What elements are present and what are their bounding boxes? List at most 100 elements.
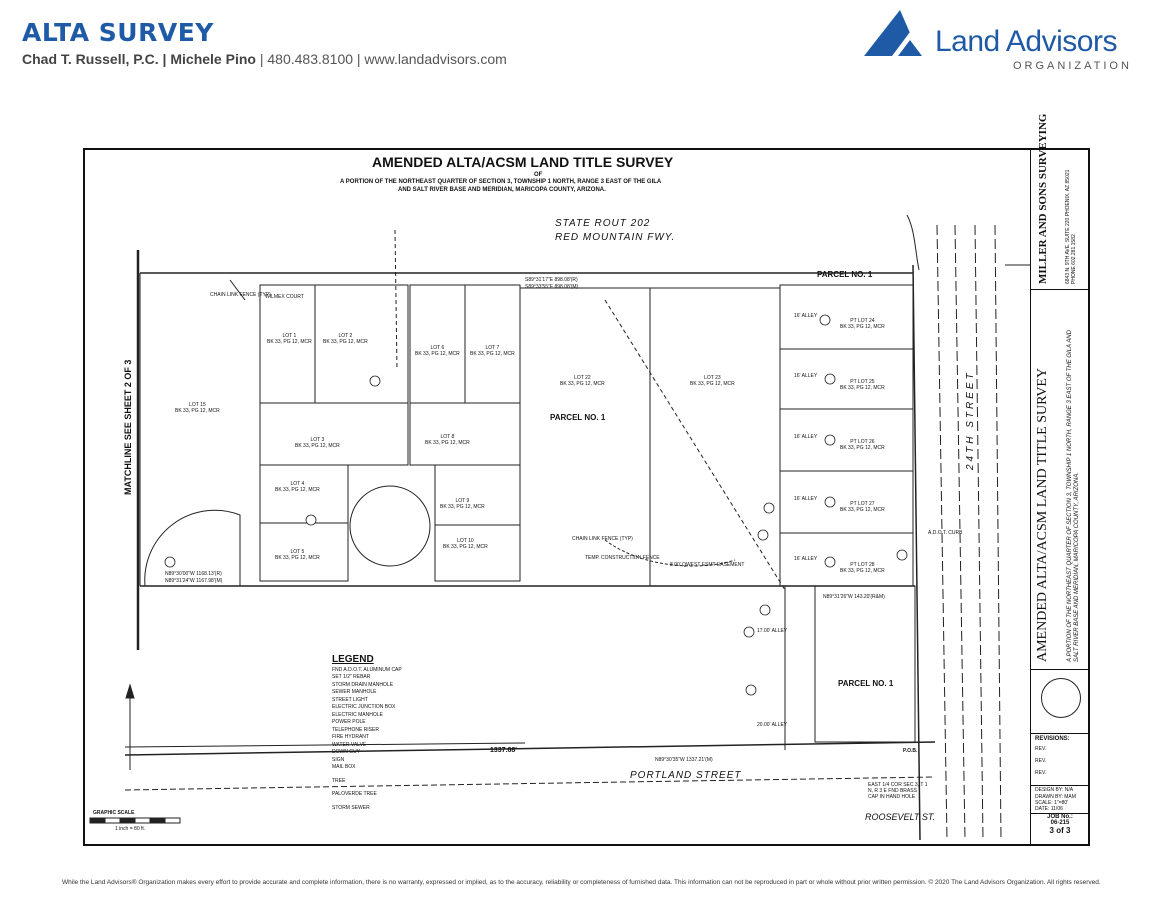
legend-item: FND A.D.O.T. ALUMINUM CAP — [332, 666, 402, 673]
job-label: JOB No.: — [1047, 814, 1073, 820]
legend-item: PALOVERDE TREE — [332, 791, 377, 797]
graphic-scale-label: GRAPHIC SCALE — [93, 810, 135, 816]
plat-drawing — [89, 214, 1030, 841]
bearing-top-record: S89°31'17"E 898.08'(R) — [525, 277, 578, 283]
legend-item: TREE — [332, 777, 346, 784]
lot-book-ref: BK 33, PG 12, MCR — [840, 324, 885, 330]
lot-number: LOT 6 — [430, 345, 445, 351]
lot-number: PT LOT 28 — [850, 562, 875, 568]
matchline-label: MATCHLINE SEE SHEET 2 OF 3 — [123, 359, 133, 495]
wilmex-court-label: WILMEX COURT — [265, 294, 304, 300]
project-cell: AMENDED ALTA/ACSM LAND TITLE SURVEY A PO… — [1031, 290, 1089, 670]
lot-number: LOT 4 — [290, 481, 305, 487]
roosevelt-street-label: ROOSEVELT ST. — [865, 812, 936, 822]
drawing-date: DATE: 11/06 — [1035, 806, 1063, 812]
dimension-1337: 1337.68' — [490, 747, 517, 754]
legend-item: STREET LIGHT — [332, 696, 368, 703]
alley-label: 20.00' ALLEY — [757, 722, 788, 728]
lot-book-ref: BK 33, PG 12, MCR — [415, 351, 460, 357]
firm-address: 6843 N. 9TH AVE. SUITE 220 PHOENIX, AZ 8… — [1065, 169, 1077, 284]
surveyor-seal — [1041, 678, 1081, 718]
design-by: DESIGN BY: N/A — [1035, 787, 1074, 793]
job-cell: JOB No.: 06-215 3 of 3 — [1031, 814, 1089, 844]
state-route-label: STATE ROUT 202 — [555, 218, 651, 229]
revision-1: REV. — [1035, 746, 1047, 752]
firm-cell: MILLER AND SONS SURVEYING 6843 N. 9TH AV… — [1031, 114, 1089, 290]
lot-number: LOT 8 — [440, 434, 455, 440]
contact-names: Chad T. Russell, P.C. | Michele Pino — [22, 51, 256, 67]
alley-label: 16' ALLEY — [794, 496, 818, 502]
drawing-info-cell: DESIGN BY: N/A DRAWN BY: MAM SCALE: 1"=8… — [1031, 786, 1089, 814]
lot-book-ref: BK 33, PG 12, MCR — [690, 381, 735, 387]
firm-name: MILLER AND SONS SURVEYING — [1037, 113, 1049, 284]
drawing-scale: SCALE: 1"=80' — [1035, 800, 1069, 806]
lot-book-ref: BK 33, PG 12, MCR — [175, 408, 220, 414]
lot-book-ref: BK 33, PG 12, MCR — [323, 339, 368, 345]
lot-book-ref: BK 33, PG 12, MCR — [560, 381, 605, 387]
contact-details: | 480.483.8100 | www.landadvisors.com — [255, 51, 507, 67]
pob-label: P.O.B. — [903, 748, 918, 754]
plat-desc-2: AND SALT RIVER BASE AND MERIDIAN, MARICO… — [398, 187, 606, 193]
alley-label: 16' ALLEY — [794, 313, 818, 319]
legend-item: FIRE HYDRANT — [332, 734, 369, 740]
sheet-number: 3 of 3 — [1049, 826, 1071, 835]
legend-item: DOWN GUY — [332, 749, 361, 755]
revision-2: REV. — [1035, 758, 1047, 764]
alley-label: 16' ALLEY — [794, 434, 818, 440]
lot-book-ref: BK 33, PG 12, MCR — [425, 440, 470, 446]
drawn-by: DRAWN BY: MAM — [1035, 794, 1076, 800]
lot-number: LOT 15 — [189, 402, 206, 408]
logo-org: ORGANIZATION — [1013, 60, 1132, 72]
parcel-label-top: PARCEL NO. 1 — [817, 270, 873, 279]
lot-book-ref: BK 33, PG 12, MCR — [840, 385, 885, 391]
24th-street-label: 24TH STREET — [965, 370, 976, 470]
project-title: AMENDED ALTA/ACSM LAND TITLE SURVEY — [1035, 367, 1050, 662]
scale-note: 1 inch = 80 ft. — [115, 826, 146, 832]
lot-book-ref: BK 33, PG 12, MCR — [840, 507, 885, 513]
bearing-bottom-record: N89°30'00"W 1168.13'(R) — [165, 571, 222, 577]
legend-item: SIGN — [332, 756, 345, 763]
lot-number: LOT 23 — [704, 375, 721, 381]
logo-name: Land Advisors — [935, 25, 1117, 58]
temp-fence-note: TEMP. CONSTRUCTION FENCE — [585, 555, 660, 561]
chain-link-note: CHAIN LINK FENCE (TYP) — [572, 536, 633, 542]
lot-book-ref: BK 33, PG 12, MCR — [275, 555, 320, 561]
lot-number: PT LOT 27 — [850, 501, 875, 507]
lot-book-ref: BK 33, PG 12, MCR — [840, 568, 885, 574]
lot-number: LOT 10 — [457, 538, 474, 544]
lot-book-ref: BK 33, PG 12, MCR — [267, 339, 312, 345]
lot-number: PT LOT 26 — [850, 439, 875, 445]
legend-item: SEWER MANHOLE — [332, 689, 377, 695]
court-name: WILMEX COURT — [265, 294, 304, 300]
corner-note: EAST 1/4 COR SEC 3, T 1 N, R 3 E FND BRA… — [868, 782, 928, 800]
disclaimer-footer: While the Land Advisors® Organization ma… — [62, 879, 1101, 886]
legend-item: STORM SEWER — [332, 804, 370, 811]
alley-label: 17.00' ALLEY — [757, 628, 788, 634]
legend-item: ELECTRIC JUNCTION BOX — [332, 704, 396, 710]
bearing-top-measured: S89°33'55"E 898.08'(M) — [525, 284, 579, 290]
legend-item: ELECTRIC MANHOLE — [332, 711, 383, 718]
bearing-mid: N89°31'26"W 143.20'(R&M) — [823, 594, 885, 600]
page-title: ALTA SURVEY — [22, 18, 214, 47]
lot-number: LOT 7 — [485, 345, 500, 351]
bearing-portland: N89°30'35"W 1337.21'(M) — [655, 757, 713, 763]
plat-title: AMENDED ALTA/ACSM LAND TITLE SURVEY — [372, 154, 674, 170]
legend-item: STORM DRAIN MANHOLE — [332, 681, 394, 688]
job-number: 06-215 — [1050, 820, 1070, 826]
revisions-cell: REVISIONS: REV. REV. REV. — [1031, 734, 1089, 786]
qwest-easement-note: 8.00' QWEST ESMT EASEMENT — [670, 562, 745, 568]
lot-book-ref: BK 33, PG 12, MCR — [470, 351, 515, 357]
lot-book-ref: BK 33, PG 12, MCR — [275, 487, 320, 493]
